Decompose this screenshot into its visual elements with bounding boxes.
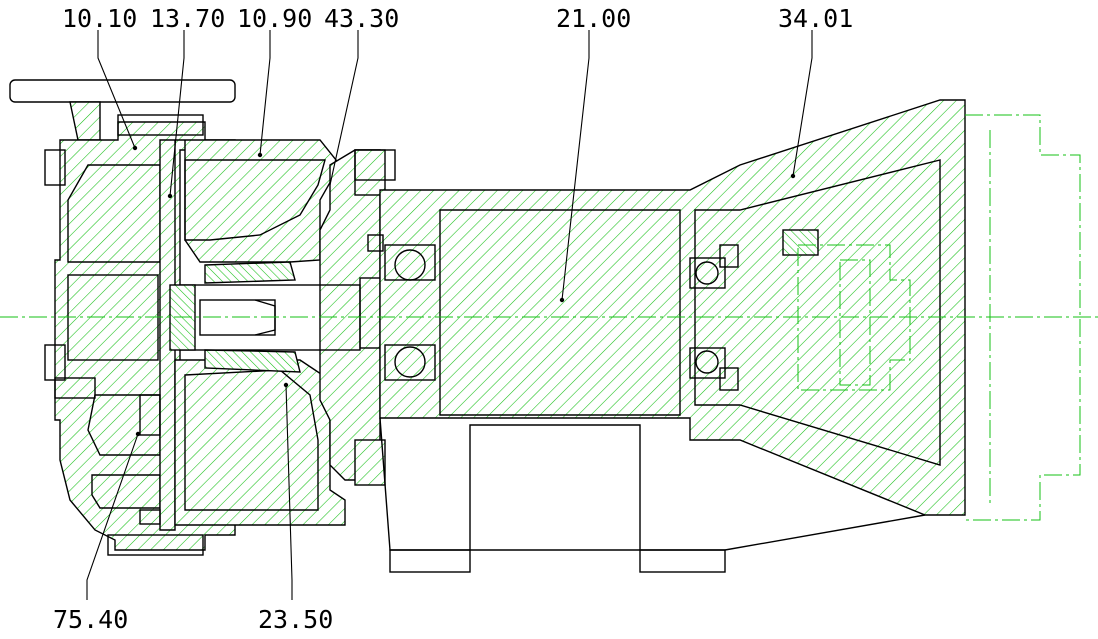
callout-23-50: 23.50 bbox=[258, 605, 333, 634]
bearing-bracket bbox=[379, 99, 966, 516]
seal-housing bbox=[319, 149, 386, 486]
bearing-bracket-foot bbox=[379, 417, 926, 573]
callout-34-01: 34.01 bbox=[778, 4, 853, 33]
callout-13-70: 13.70 bbox=[150, 4, 225, 33]
callout-75-40: 75.40 bbox=[53, 605, 128, 634]
callout-21-00: 21.00 bbox=[556, 4, 631, 33]
callout-10-90: 10.90 bbox=[237, 4, 312, 33]
intermediate-casing bbox=[174, 139, 346, 526]
callout-10-10: 10.10 bbox=[62, 4, 137, 33]
pump-casing bbox=[44, 121, 236, 551]
callout-labels: 10.10 13.70 10.90 43.30 21.00 34.01 75.4… bbox=[53, 4, 853, 634]
leader-lines bbox=[86, 30, 813, 600]
bolts bbox=[107, 114, 739, 556]
callout-43-30: 43.30 bbox=[324, 4, 399, 33]
discharge-flange bbox=[9, 79, 236, 141]
